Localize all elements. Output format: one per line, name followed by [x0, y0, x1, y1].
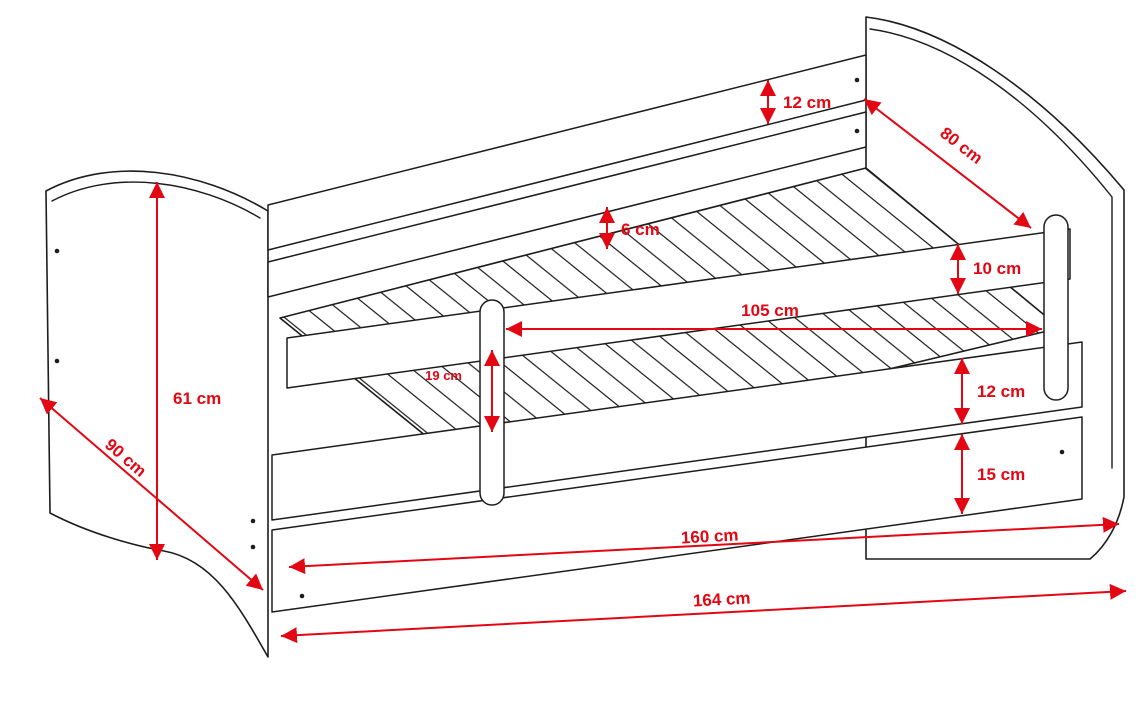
- dimension-drawer-front-height: 15 cm: [954, 434, 1025, 514]
- barrier-post-right: [1043, 214, 1069, 401]
- dimension-label: 12 cm: [977, 382, 1025, 401]
- dimension-line: [280, 583, 1127, 644]
- dimension-barrier-length: 105 cm: [506, 301, 1042, 337]
- dimension-label: 61 cm: [173, 389, 221, 408]
- dimension-line: [863, 98, 1032, 229]
- dimension-label: 160 cm: [680, 526, 739, 548]
- dimension-label: 19 cm: [425, 368, 462, 383]
- dimension-line: [39, 397, 264, 591]
- dimension-slat-clearance: 6 cm: [599, 207, 660, 249]
- dimension-label: 10 cm: [973, 259, 1021, 278]
- dimension-line: [288, 516, 1120, 575]
- dimension-label: 164 cm: [692, 589, 751, 611]
- dimension-label: 105 cm: [741, 301, 799, 320]
- dimension-inner-length: 160 cm: [288, 516, 1120, 575]
- front-side-rail: [271, 341, 1083, 521]
- dimension-barrier-post-height: 19 cm: [425, 350, 500, 432]
- dimension-label: 6 cm: [621, 220, 660, 239]
- dimension-backrest-board-height: 12 cm: [760, 80, 831, 124]
- dimension-label: 15 cm: [977, 465, 1025, 484]
- dimension-side-rail-height: 12 cm: [954, 358, 1025, 424]
- dimension-outer-length: 164 cm: [280, 583, 1127, 644]
- dimension-label: 12 cm: [783, 93, 831, 112]
- dimension-barrier-board-height: 10 cm: [950, 244, 1021, 294]
